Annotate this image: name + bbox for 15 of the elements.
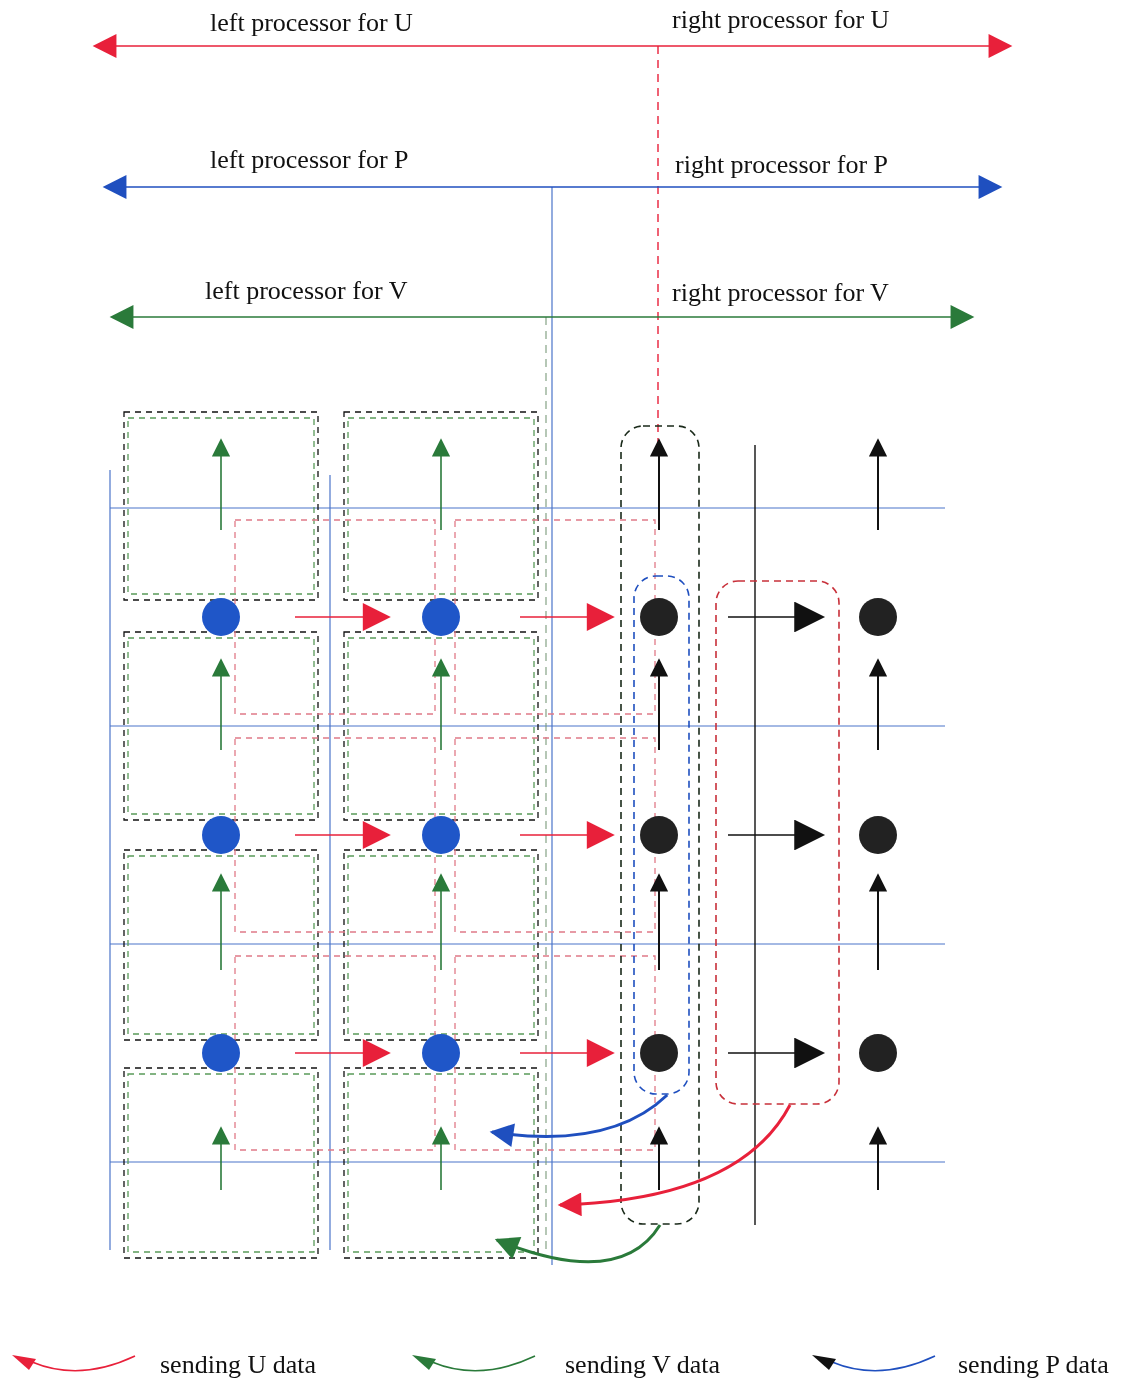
curved-arrow [489,1093,669,1147]
axis-label: left processor for V [205,276,408,306]
legend-label: sending U data [160,1350,316,1380]
dashed-group-box [620,425,700,1225]
legend-label: sending V data [565,1350,721,1380]
dashed-group-box [633,575,690,1095]
axis-label: left processor for P [210,145,409,175]
curved-arrow [557,1104,792,1216]
axis-label: right processor for P [675,150,888,180]
dashed-group-box [715,580,840,1105]
axis-label: right processor for U [672,5,890,35]
axis-label: right processor for V [672,278,889,308]
legend-label: sending P data [958,1350,1109,1380]
curved-arrow [494,1224,662,1264]
axis-label: left processor for U [210,8,413,38]
